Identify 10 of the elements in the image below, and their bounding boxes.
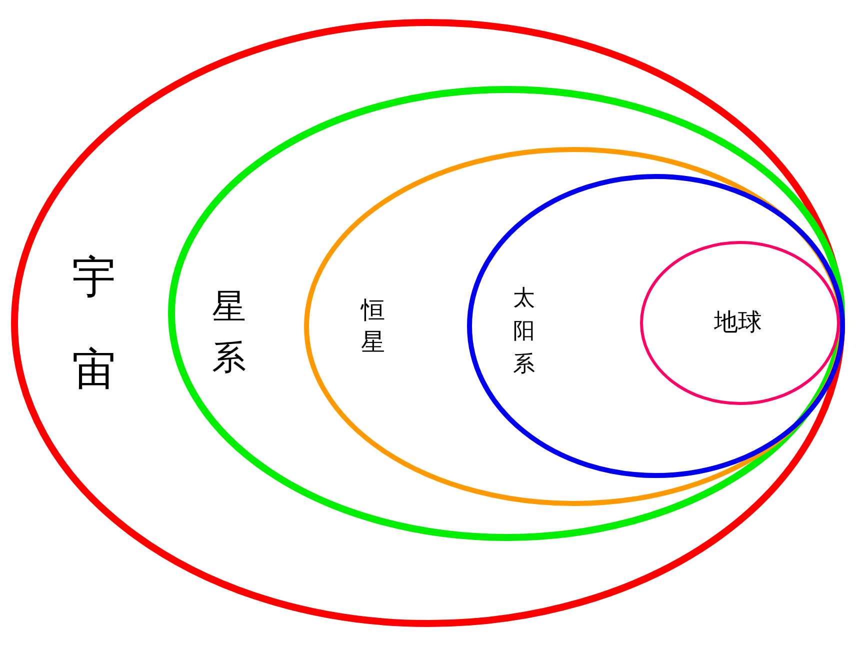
ellipse-region (640, 241, 840, 405)
region-label: 太阳系 (513, 285, 535, 379)
region-label: 恒星 (361, 295, 385, 358)
region-label: 星系 (212, 286, 246, 380)
region-label: 宇宙 (72, 251, 116, 398)
ellipse-region (168, 86, 845, 541)
ellipse-region (467, 174, 845, 478)
ellipse-region (304, 147, 844, 506)
region-label: 地球 (714, 308, 762, 337)
ellipse-region (11, 19, 845, 627)
